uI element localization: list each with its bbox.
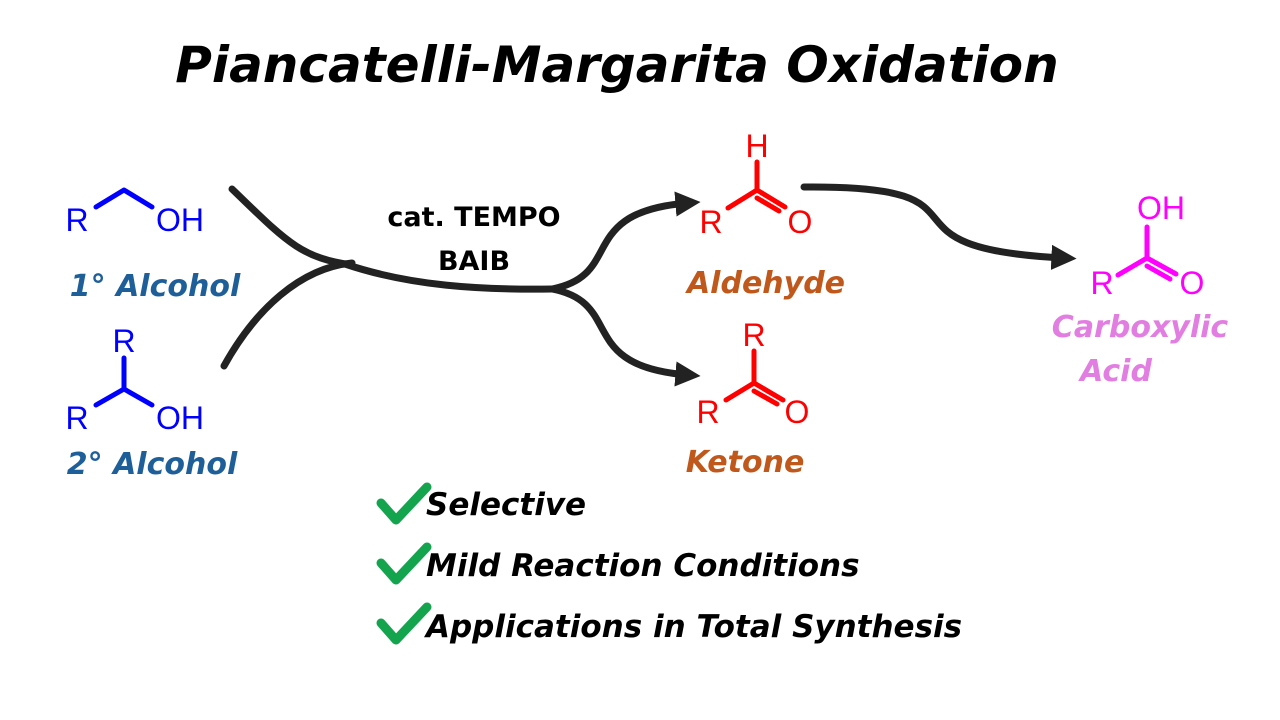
- aldehyde-rc-bond: [725, 187, 760, 211]
- primary-alcohol-structure: R OH: [65, 187, 204, 238]
- ketone-co-double-bond: [751, 380, 786, 407]
- secondary-alcohol-r-atom: R: [65, 400, 88, 436]
- ketone-rc-bond: [723, 380, 757, 403]
- feature-text: Applications in Total Synthesis: [423, 609, 962, 645]
- overoxidation-arrow: [800, 183, 1077, 270]
- ketone-o-atom: O: [785, 394, 810, 430]
- ketone-label: Ketone: [686, 445, 805, 480]
- ketone-branch-arrow: [548, 285, 701, 387]
- carboxylic-acid-label-line2: Acid: [1078, 354, 1152, 389]
- feature-item: Mild Reaction Conditions: [376, 542, 860, 585]
- reagent-label: cat. TEMPO: [387, 202, 560, 233]
- aldehyde-o-atom: O: [788, 204, 813, 240]
- aldehyde-branch-arrow: [548, 191, 701, 293]
- oxidant-label: BAIB: [438, 246, 510, 277]
- page-title: Piancatelli-Margarita Oxidation: [175, 36, 1058, 94]
- feature-text: Selective: [426, 487, 586, 523]
- feature-list: Selective Mild Reaction Conditions Appli…: [376, 482, 962, 645]
- acid-r-atom: R: [1090, 265, 1113, 301]
- aldehyde-structure: H R O: [699, 128, 812, 240]
- ketone-top-r-atom: R: [742, 317, 765, 353]
- secondary-alcohol-oh-group: OH: [156, 400, 204, 436]
- feature-item: Selective: [376, 482, 586, 525]
- ketone-r-atom: R: [696, 394, 719, 430]
- carboxylic-acid-label-line1: Carboxylic: [1052, 310, 1229, 345]
- primary-alcohol-bonds: [93, 187, 155, 210]
- primary-alcohol-r-atom: R: [65, 202, 88, 238]
- aldehyde-co-double-bond: [754, 187, 788, 214]
- acid-rc-bond: [1115, 255, 1150, 278]
- secondary-alcohol-label: 2° Alcohol: [67, 447, 238, 482]
- carboxylic-acid-structure: OH R O: [1090, 190, 1204, 301]
- secondary-alcohol-feed-line: [220, 259, 356, 370]
- ketone-structure: R R O: [696, 317, 809, 430]
- acid-co-double-bond: [1144, 255, 1179, 282]
- secondary-alcohol-top-r-atom: R: [112, 323, 135, 359]
- primary-alcohol-feed-line: [228, 185, 356, 269]
- checkmark-icon: [376, 482, 432, 525]
- aldehyde-r-atom: R: [699, 204, 722, 240]
- acid-o-atom: O: [1180, 265, 1205, 301]
- acid-oh-group: OH: [1137, 190, 1185, 226]
- aldehyde-label: Aldehyde: [685, 266, 845, 301]
- primary-alcohol-label: 1° Alcohol: [70, 269, 241, 304]
- checkmark-icon: [376, 542, 432, 585]
- primary-alcohol-oh-group: OH: [156, 202, 204, 238]
- aldehyde-h-atom: H: [745, 128, 768, 164]
- feature-text: Mild Reaction Conditions: [426, 548, 860, 584]
- feature-item: Applications in Total Synthesis: [376, 602, 962, 645]
- secondary-alcohol-bonds: [93, 386, 155, 408]
- main-reaction-line: [341, 260, 556, 293]
- checkmark-icon: [376, 602, 432, 645]
- secondary-alcohol-structure: R R OH: [65, 323, 204, 436]
